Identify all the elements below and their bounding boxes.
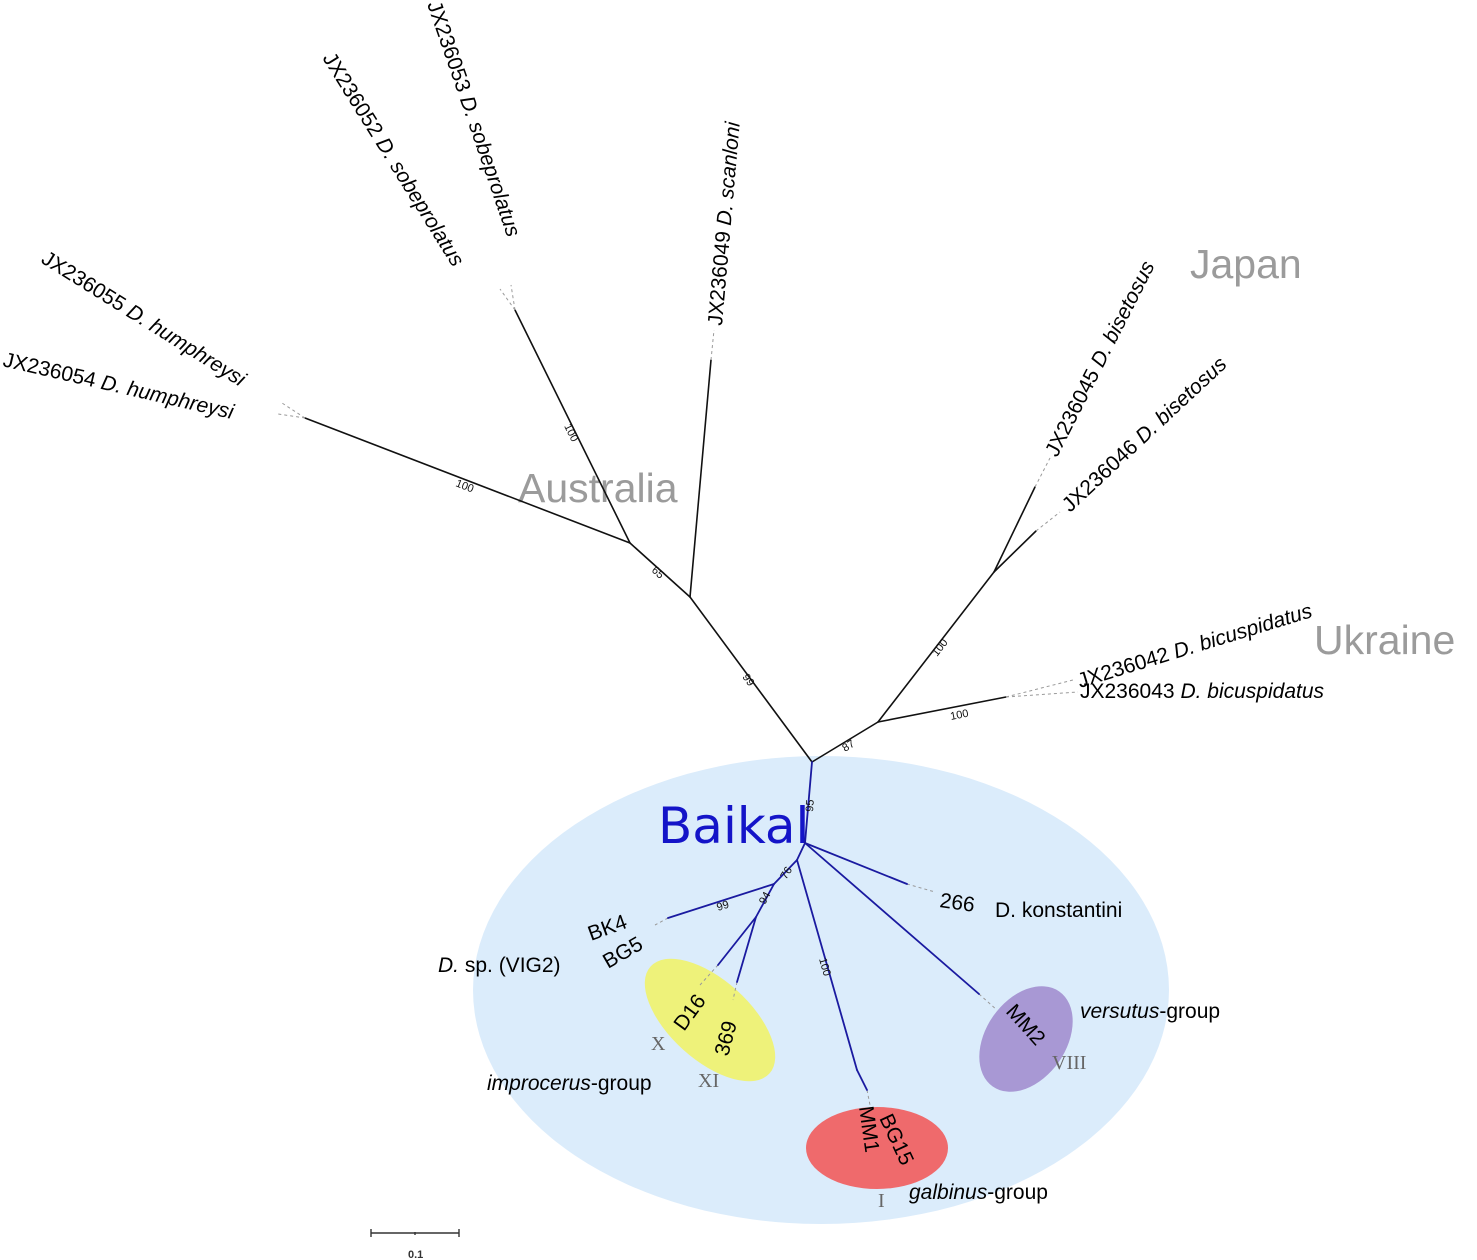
scale-bar: 0.1	[370, 1229, 460, 1260]
roman-numeral-viii: VIII	[1052, 1052, 1086, 1074]
versutus-group-ellipse	[979, 986, 1073, 1092]
bootstrap-australia-inner: 65	[649, 564, 666, 581]
group-label-versutus: versutus-group	[1080, 1000, 1220, 1023]
leaf-label: JX236049 D. scanloni	[704, 120, 745, 327]
branch-improcerus-stem	[755, 883, 775, 918]
baikal-branches	[667, 761, 980, 1091]
bootstrap-improcerus: 94	[757, 890, 773, 906]
outgroup-branches	[304, 309, 1037, 763]
leaf-label: JX236042 D. bicuspidatus	[1075, 599, 1316, 692]
branch-humphreysi	[304, 417, 631, 544]
leaf-label-konstantini: D. konstantini	[995, 899, 1122, 922]
branch-versutus	[804, 842, 980, 995]
region-label-australia: Australia	[518, 465, 678, 511]
galbinus-group-ellipse	[806, 1107, 948, 1189]
roman-numeral-i: I	[878, 1190, 885, 1212]
branch-vig2-stem	[773, 859, 798, 885]
branch-galbinus	[796, 859, 858, 1071]
bootstrap-values: 100 100 65 99 87 100 100 95 76 99 94 100	[454, 422, 970, 977]
branch-galbinus-tip	[856, 1069, 868, 1091]
leaf-label: JX236053 D. sobeprolatus	[422, 0, 524, 240]
bootstrap-galbinus: 100	[816, 957, 833, 978]
branch-bisetosus-45	[993, 486, 1036, 573]
roman-numeral-xi: XI	[698, 1070, 719, 1092]
branch-369	[736, 916, 757, 983]
region-label-baikal: Baikal	[658, 797, 809, 855]
branch-scanloni	[689, 359, 712, 598]
roman-numeral-x: X	[651, 1033, 666, 1055]
region-label-ukraine: Ukraine	[1314, 617, 1455, 663]
branch-bisetosus-46	[993, 530, 1037, 573]
bootstrap-sobeprolatus: 100	[561, 422, 580, 444]
branch-sobeprolatus	[514, 309, 631, 544]
branch-konstantini	[804, 842, 908, 885]
leaf-label: JX236043 D. bicuspidatus	[1080, 680, 1325, 703]
group-label-galbinus: galbinus-group	[909, 1181, 1048, 1204]
branch-root-japan-ukraine	[811, 721, 879, 763]
branch-bicuspidatus	[877, 696, 1007, 723]
leaf-label-266: 266	[938, 889, 976, 917]
branch-d16	[717, 916, 757, 966]
leaf-label-vig2: D. sp. (VIG2)	[438, 954, 561, 977]
bootstrap-bisetosus: 100	[930, 637, 951, 659]
baikal-region-ellipse	[473, 756, 1169, 1224]
leader-lines	[277, 284, 1079, 1106]
region-label-japan: Japan	[1190, 241, 1302, 287]
bootstrap-baikal-inner: 76	[778, 865, 795, 882]
branch-root-australia	[689, 596, 813, 763]
bootstrap-japan-ukraine: 87	[840, 738, 857, 755]
branch-vig2	[667, 883, 775, 919]
leaf-label: JX236052 D. sobeprolatus	[318, 48, 469, 271]
group-labels: improcerus-group X XI versutus-group VII…	[487, 1000, 1220, 1212]
branch-baikal-inner	[796, 842, 806, 861]
outgroup-leaf-labels: JX236055 D. humphreysi JX236054 D. humph…	[1, 0, 1325, 703]
branch-bisetosus-stem	[877, 571, 995, 723]
improcerus-group-ellipse	[644, 958, 776, 1082]
bootstrap-vig2: 99	[715, 899, 730, 914]
group-label-improcerus: improcerus-group	[487, 1072, 652, 1095]
scale-bar-label: 0.1	[408, 1249, 423, 1260]
bootstrap-australia-stem: 99	[740, 672, 757, 689]
bootstrap-humphreysi: 100	[454, 478, 475, 496]
bootstrap-bicuspidatus: 100	[949, 708, 969, 723]
bootstrap-baikal-stem: 95	[804, 799, 817, 812]
branch-baikal-stem	[804, 761, 813, 844]
branch-australia-inner	[629, 542, 691, 598]
